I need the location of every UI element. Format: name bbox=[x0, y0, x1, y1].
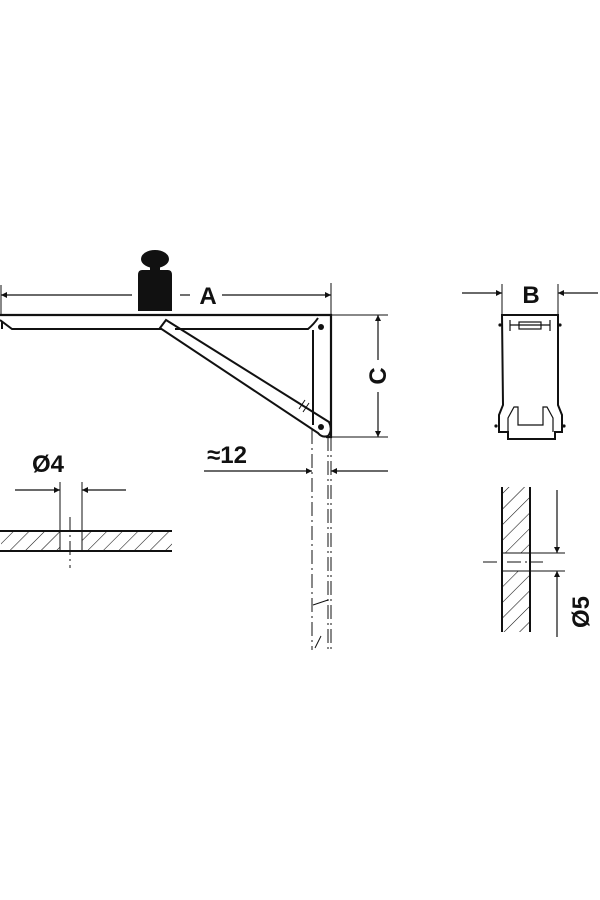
shelf-plate-section: Ø4 bbox=[0, 451, 172, 568]
hole-screw-label: Ø4 bbox=[32, 451, 65, 478]
shelf-bracket bbox=[0, 313, 333, 439]
dimension-c: C bbox=[331, 314, 392, 438]
dim-a-label: A bbox=[199, 283, 216, 310]
dimension-b: B bbox=[462, 282, 598, 316]
bracket-front-view bbox=[494, 314, 566, 440]
pivot-icon bbox=[318, 424, 324, 430]
dimension-offset: ≈12 bbox=[204, 430, 388, 650]
dimension-a: A bbox=[0, 283, 332, 315]
wall-section: Ø5 bbox=[483, 487, 595, 637]
dim-c-label: C bbox=[365, 367, 392, 384]
weight-icon bbox=[138, 250, 172, 311]
hole-wall-label: Ø5 bbox=[568, 596, 595, 628]
dim-b-label: B bbox=[522, 282, 539, 309]
pivot-icon bbox=[318, 324, 324, 330]
offset-label: ≈12 bbox=[207, 442, 247, 469]
